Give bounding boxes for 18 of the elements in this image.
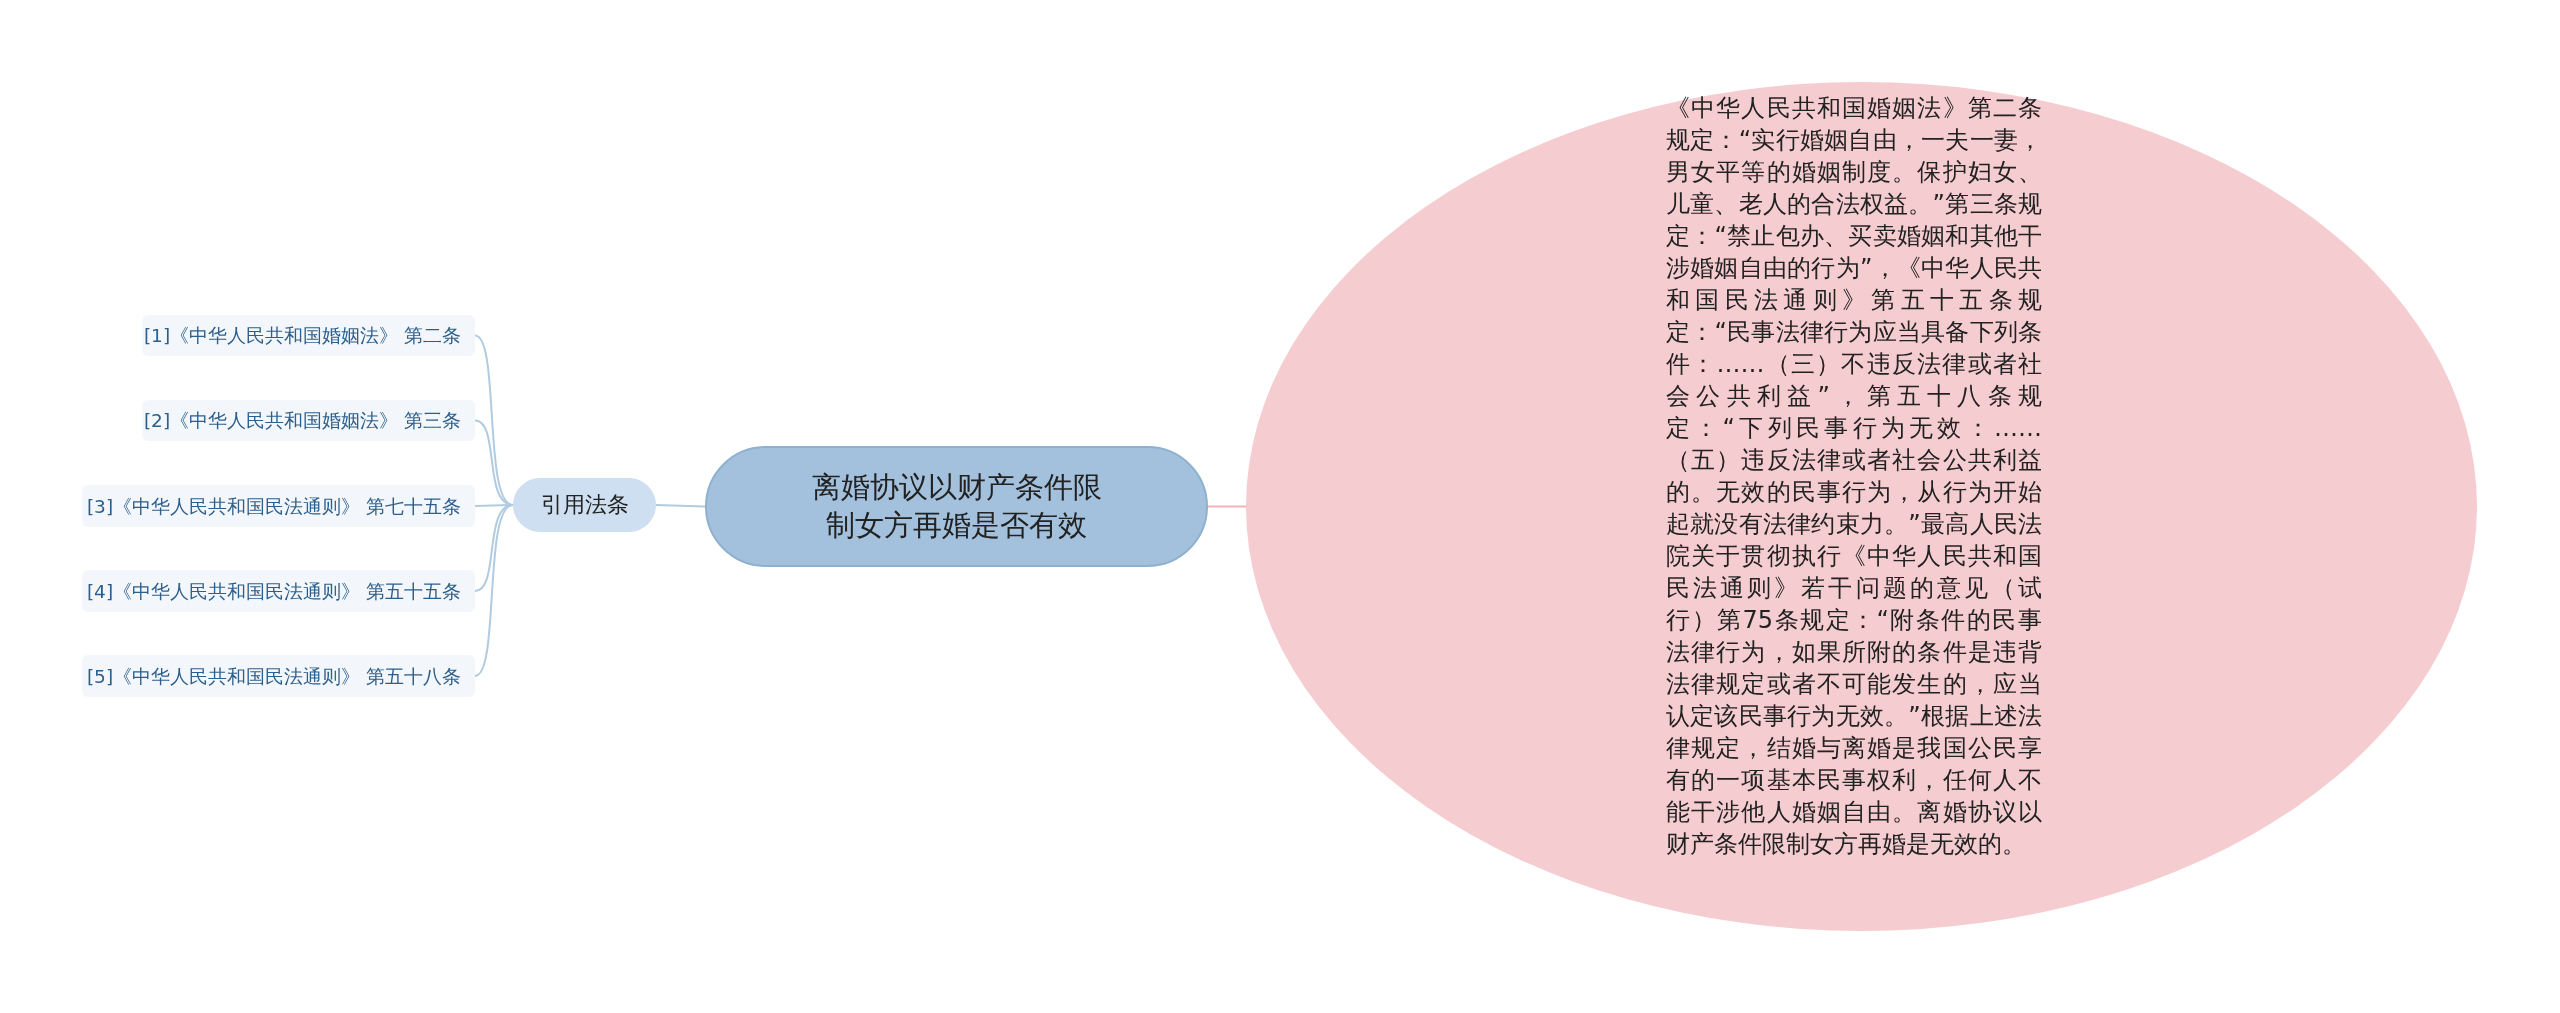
branch-node [513,478,656,532]
reference-text: [4]《中华人民共和国民法通则》 第五十五条 [86,579,461,604]
reference-node [82,570,475,612]
reference-text: [3]《中华人民共和国民法通则》 第七十五条 [86,494,461,519]
connector-line [474,334,514,506]
topic-text: 离婚协议以财产条件限制女方再婚是否有效 [810,468,1103,544]
reference-node [82,485,475,527]
connector-line [474,504,514,677]
reference-text: [2]《中华人民共和国婚姻法》 第三条 [143,409,461,433]
reference-node [142,315,475,356]
reference-node [142,400,475,441]
reference-text: [1]《中华人民共和国婚姻法》 第二条 [143,324,461,348]
reference-node [82,655,475,697]
connector-line [655,504,706,508]
reference-text: [5]《中华人民共和国民法通则》 第五十八条 [86,664,461,689]
connector-line [1207,505,1247,508]
branch-label: 引用法条 [540,491,629,519]
content-text: 《中华人民共和国婚姻法》第二条规定：“实行婚姻自由，一夫一妻，男女平等的婚姻制度。保护妇女、儿童、老人的合法权益。”第三条规定：“禁止包办、买卖婚姻和其他干涉婚姻自由的行为”，《中华人民共和国民法通则》第五十五条规定：“民事法律行为应当具备下列条件：……（三）不违反法律或者社会公共利益”，第五十八条规定：“下列民事行为无效：……（五）违反法律或者社会公共利益的。无效的民事行为，从行为开始起就没有法律约束力。”最高人民法院关于贯彻执行《中华人民共和国民法通则》若干问题的意见（试行）第75条规定：“附条件的民事法律行为，如果所附的条件是违背法律规定或者不可能发生的，应当认定该民事行为无效。”根据上述法律规定，结婚与离婚是我国公民享有的一项基本民事权利，任何人不能干涉他人婚姻自由。离婚协议以财产条件限制女方再婚是无效的。 [1666,93,2042,860]
